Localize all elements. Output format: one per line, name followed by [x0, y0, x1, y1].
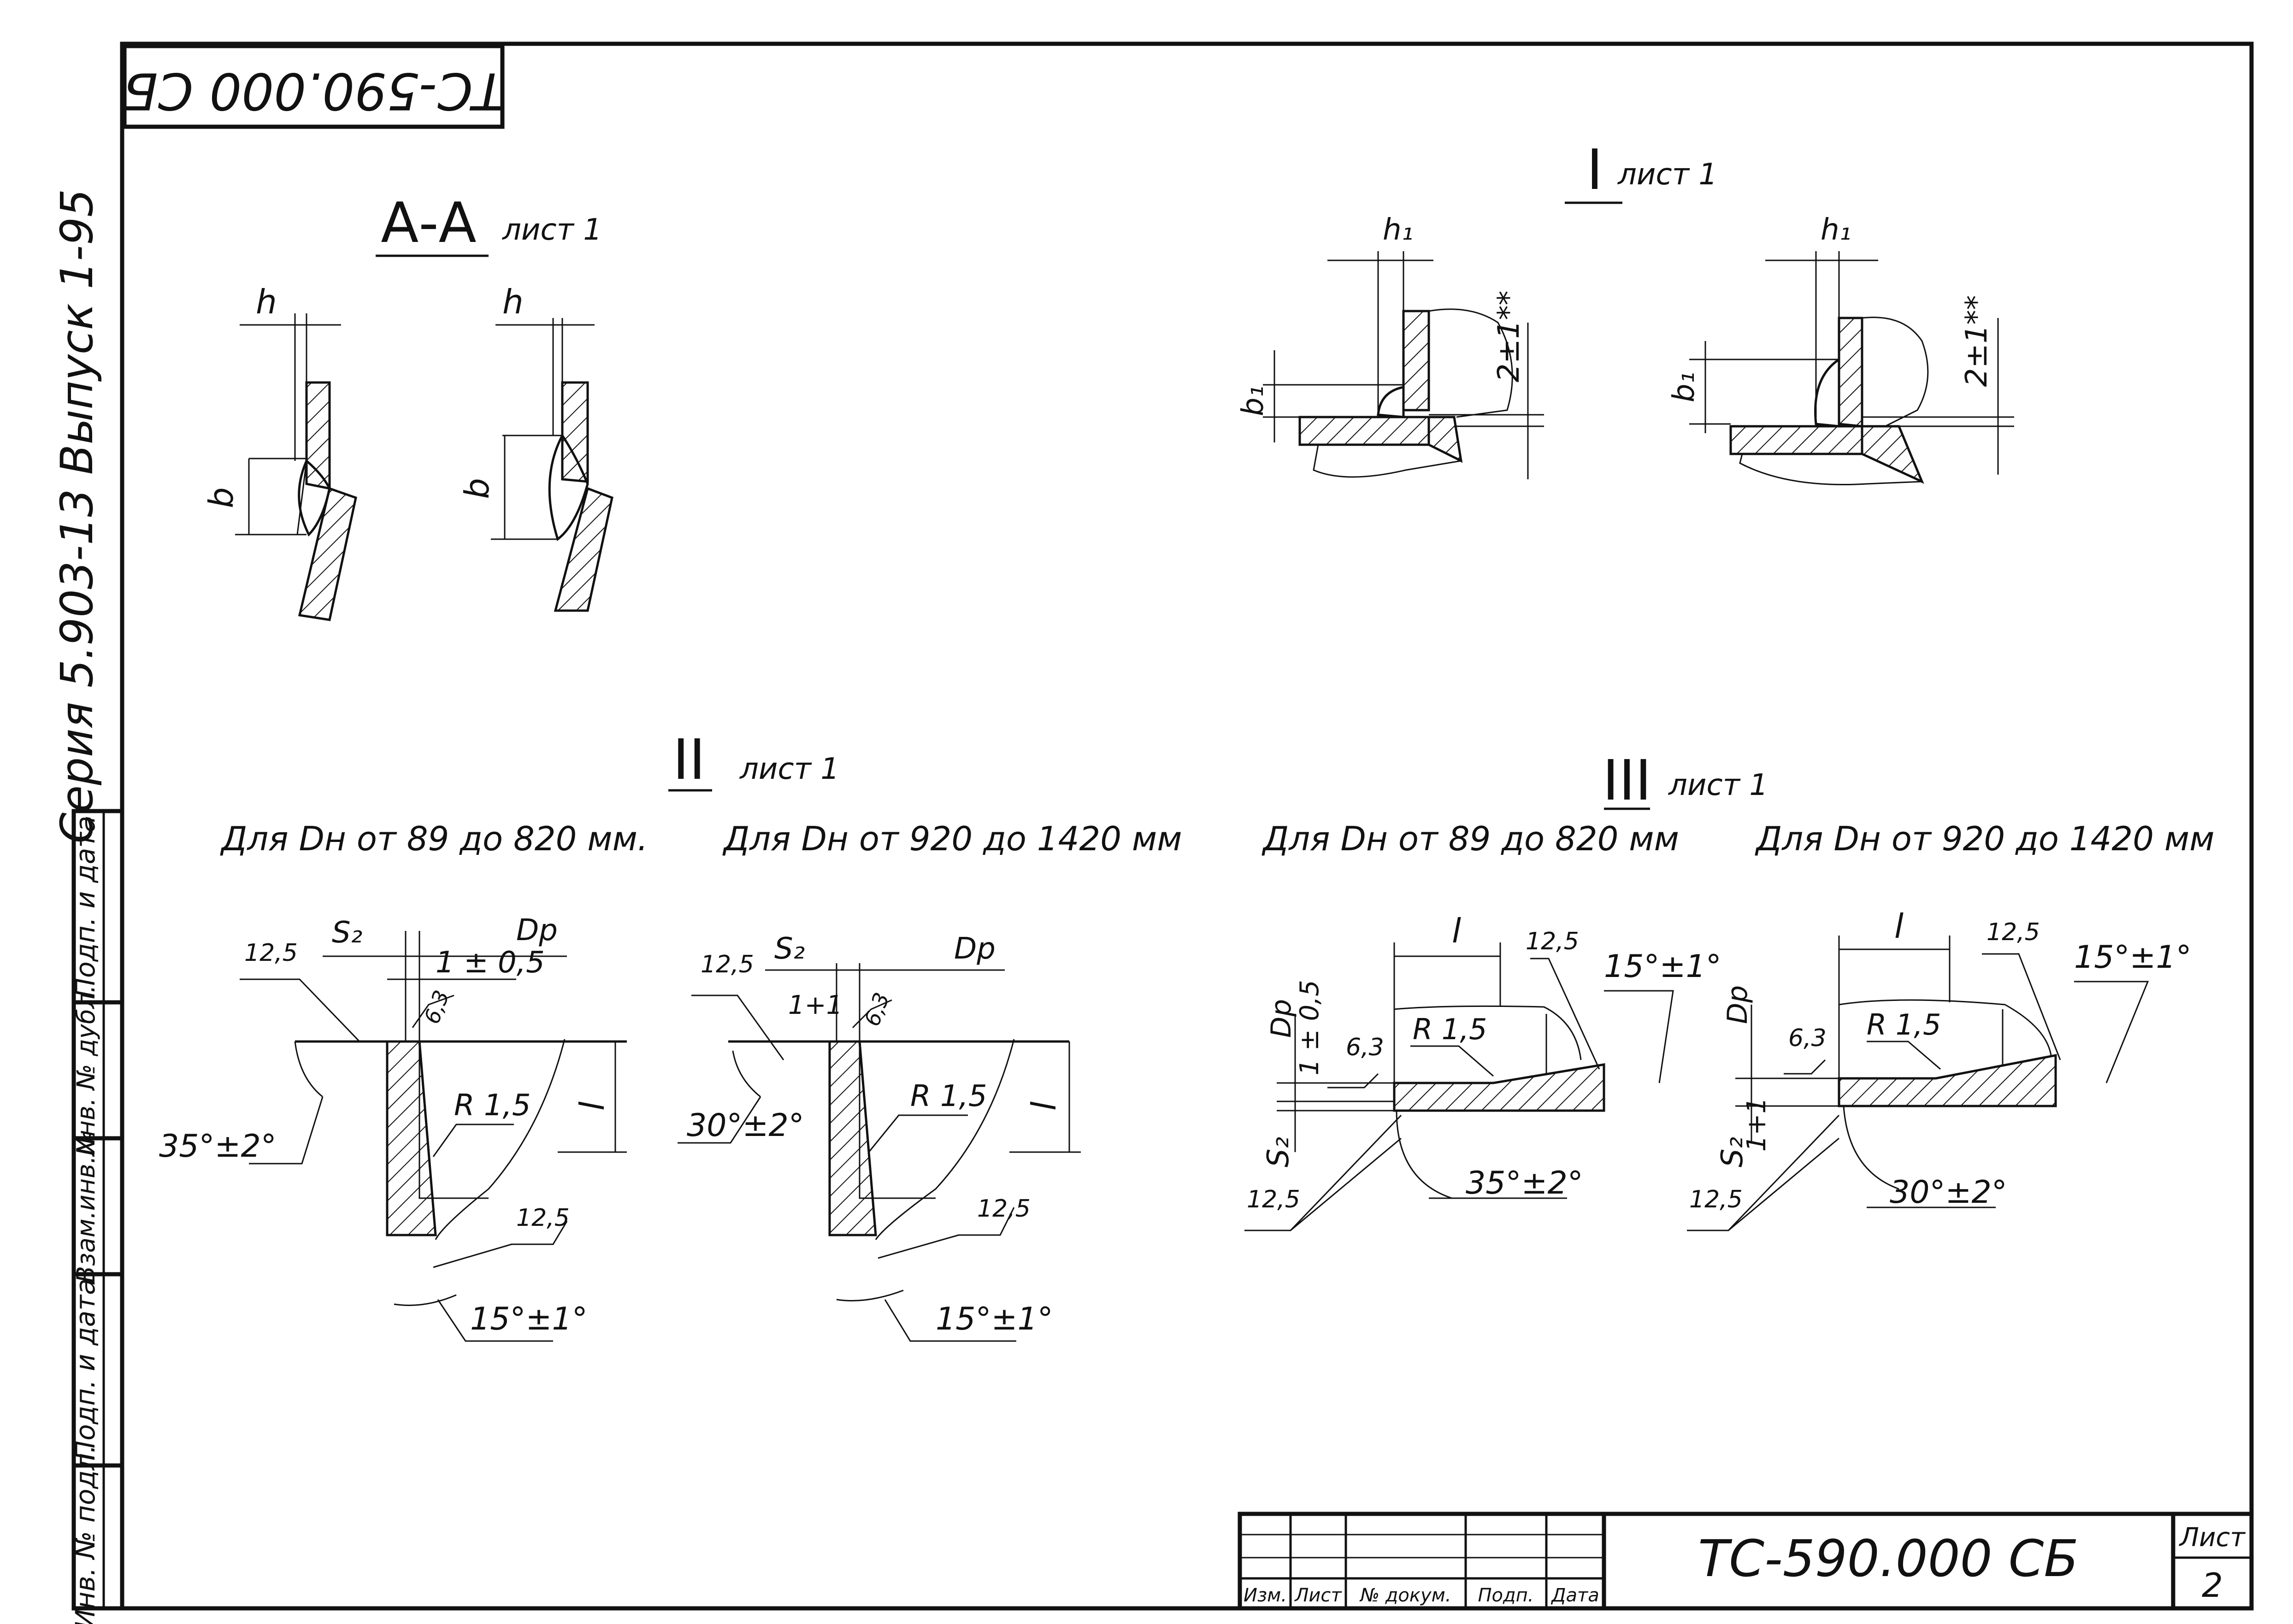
- iii-left-angle-2: 15°±1°: [1604, 948, 1721, 985]
- ii-right-roughness-2: 6,3: [860, 989, 895, 1030]
- ii-right-angle-1: 30°±2°: [687, 1107, 804, 1144]
- aa-left-h: h: [256, 282, 277, 321]
- ii-left-dp: Dр: [516, 913, 558, 947]
- iii-right-radius: R 1,5: [1867, 1008, 1941, 1041]
- view-i-ref: лист 1: [1617, 158, 1717, 192]
- view-aa: А-А лист 1 h b h: [202, 191, 613, 621]
- view-iii: III лист 1 Для Dн от 89 до 820 мм l 12,5…: [1244, 749, 2215, 1231]
- iii-left-roughness-3: 12,5: [1247, 1186, 1300, 1213]
- ii-right-radius: R 1,5: [910, 1079, 987, 1113]
- view-aa-ref: лист 1: [501, 213, 602, 247]
- iii-right-caption: Для Dн от 920 до 1420 мм: [1755, 819, 2215, 858]
- ii-right-detail: Для Dн от 920 до 1420 мм S₂ Dр 1+1 12,5 …: [678, 819, 1182, 1342]
- i-right-gap: 2±1**: [1960, 295, 1994, 387]
- iii-right-roughness-3: 12,5: [1689, 1186, 1743, 1213]
- top-stamp-code: ТС-590.000 СБ: [123, 62, 504, 121]
- col-doc: № докум.: [1359, 1585, 1451, 1606]
- stamp-vzam-inv: Взам.инв.№: [71, 1130, 100, 1283]
- ii-left-detail: Для Dн от 89 до 820 мм. S₂ Dр 1 ± 0,5 12…: [159, 819, 648, 1342]
- iii-left-angle-1: 35°±2°: [1466, 1165, 1583, 1201]
- view-iii-ref: лист 1: [1668, 768, 1768, 802]
- col-izm: Изм.: [1244, 1585, 1287, 1606]
- view-aa-title: А-А: [381, 191, 476, 255]
- ii-left-roughness-3: 12,5: [516, 1204, 570, 1232]
- iii-left-roughness-2: 6,3: [1346, 1034, 1384, 1061]
- i-left-gap: 2±1**: [1492, 290, 1526, 382]
- sheet-number: 2: [2202, 1566, 2223, 1605]
- view-i: I лист 1 h₁ b₁ 2±1**: [1236, 138, 2014, 486]
- view-ii-ref: лист 1: [739, 752, 839, 786]
- side-stamp: Инв. № подл. Подп. и дата Взам.инв.№ Инв…: [70, 809, 124, 1624]
- ii-right-l: l: [1025, 1101, 1063, 1111]
- ii-left-s2: S₂: [332, 916, 362, 950]
- ii-left-angle-2: 15°±1°: [470, 1301, 588, 1337]
- iii-right-dp: Dр: [1721, 985, 1754, 1024]
- i-left-joint: h₁ b₁ 2±1**: [1236, 213, 1544, 479]
- ii-left-caption: Для Dн от 89 до 820 мм.: [220, 819, 648, 858]
- iii-right-l: l: [1894, 907, 1904, 946]
- ii-left-roughness-1: 12,5: [244, 939, 298, 967]
- stamp-podp-data-1: Подп. и дата: [70, 1278, 101, 1460]
- i-left-b1: b₁: [1236, 386, 1270, 416]
- i-right-joint: h₁ b₁ 2±1**: [1667, 213, 2014, 486]
- view-ii: II лист 1 Для Dн от 89 до 820 мм. S₂ Dр …: [159, 728, 1182, 1342]
- iii-right-roughness-2: 6,3: [1788, 1024, 1827, 1052]
- iii-left-detail: Для Dн от 89 до 820 мм l 12,5 15°±1° Dр …: [1244, 819, 1721, 1231]
- ii-right-roughness-1: 12,5: [701, 951, 754, 978]
- ii-left-l: l: [573, 1101, 612, 1111]
- iii-right-angle-2: 15°±1°: [2074, 939, 2192, 976]
- iii-left-gap: 1 ± 0,5: [1295, 980, 1325, 1075]
- stamp-inv-podl: Инв. № подл.: [70, 1445, 101, 1624]
- i-left-h1: h₁: [1383, 213, 1413, 247]
- iii-left-dp: Dр: [1265, 999, 1297, 1038]
- ii-right-gap: 1+1: [788, 990, 843, 1020]
- ii-right-s2: S₂: [774, 932, 805, 966]
- sheet-label: Лист: [2179, 1523, 2246, 1553]
- iii-right-roughness-1: 12,5: [1986, 918, 2040, 946]
- ii-right-angle-2: 15°±1°: [936, 1301, 1053, 1337]
- col-data: Дата: [1550, 1585, 1599, 1606]
- stamp-inv-dubl: Инв. № дубл.: [71, 985, 100, 1155]
- iii-right-s2: S₂: [1715, 1137, 1750, 1167]
- view-iii-title: III: [1603, 749, 1651, 813]
- top-stamp: ТС-590.000 СБ: [122, 44, 505, 129]
- iii-left-s2: S₂: [1261, 1137, 1296, 1167]
- ii-left-angle-1: 35°±2°: [159, 1128, 277, 1165]
- iii-left-caption: Для Dн от 89 до 820 мм: [1261, 819, 1679, 858]
- view-i-title: I: [1586, 138, 1603, 202]
- title-block: Изм. Лист № докум. Подп. Дата ТС-590.000…: [1238, 1512, 2254, 1611]
- ii-right-dp: Dр: [954, 932, 996, 966]
- i-right-b1: b₁: [1667, 372, 1701, 402]
- iii-right-gap: 1+1: [1742, 1097, 1772, 1152]
- iii-left-radius: R 1,5: [1413, 1012, 1487, 1046]
- i-right-h1: h₁: [1821, 213, 1851, 247]
- iii-left-roughness-1: 12,5: [1526, 928, 1579, 955]
- ii-left-roughness-2: 6,3: [419, 987, 454, 1027]
- ii-right-caption: Для Dн от 920 до 1420 мм: [722, 819, 1182, 858]
- aa-left-b: b: [202, 487, 241, 508]
- col-podp: Подп.: [1478, 1585, 1533, 1606]
- aa-right-b: b: [458, 478, 496, 499]
- ii-left-radius: R 1,5: [454, 1089, 531, 1123]
- aa-left-joint: h b: [202, 282, 357, 621]
- iii-right-angle-1: 30°±2°: [1890, 1174, 2007, 1211]
- series-label: Серия 5.903-13 Выпуск 1-95: [51, 189, 103, 843]
- iii-left-l: l: [1452, 912, 1461, 950]
- aa-right-joint: h b: [458, 282, 613, 612]
- iii-right-detail: Для Dн от 920 до 1420 мм l 12,5 15°±1° D…: [1687, 819, 2215, 1231]
- ii-right-roughness-3: 12,5: [977, 1195, 1031, 1223]
- aa-right-h: h: [502, 282, 524, 321]
- stamp-podp-data-2: Подп. и дата: [70, 816, 101, 998]
- ii-left-gap: 1 ± 0,5: [436, 946, 545, 980]
- view-ii-title: II: [673, 728, 706, 792]
- col-list: Лист: [1294, 1585, 1342, 1606]
- document-code: ТС-590.000 СБ: [1698, 1529, 2079, 1588]
